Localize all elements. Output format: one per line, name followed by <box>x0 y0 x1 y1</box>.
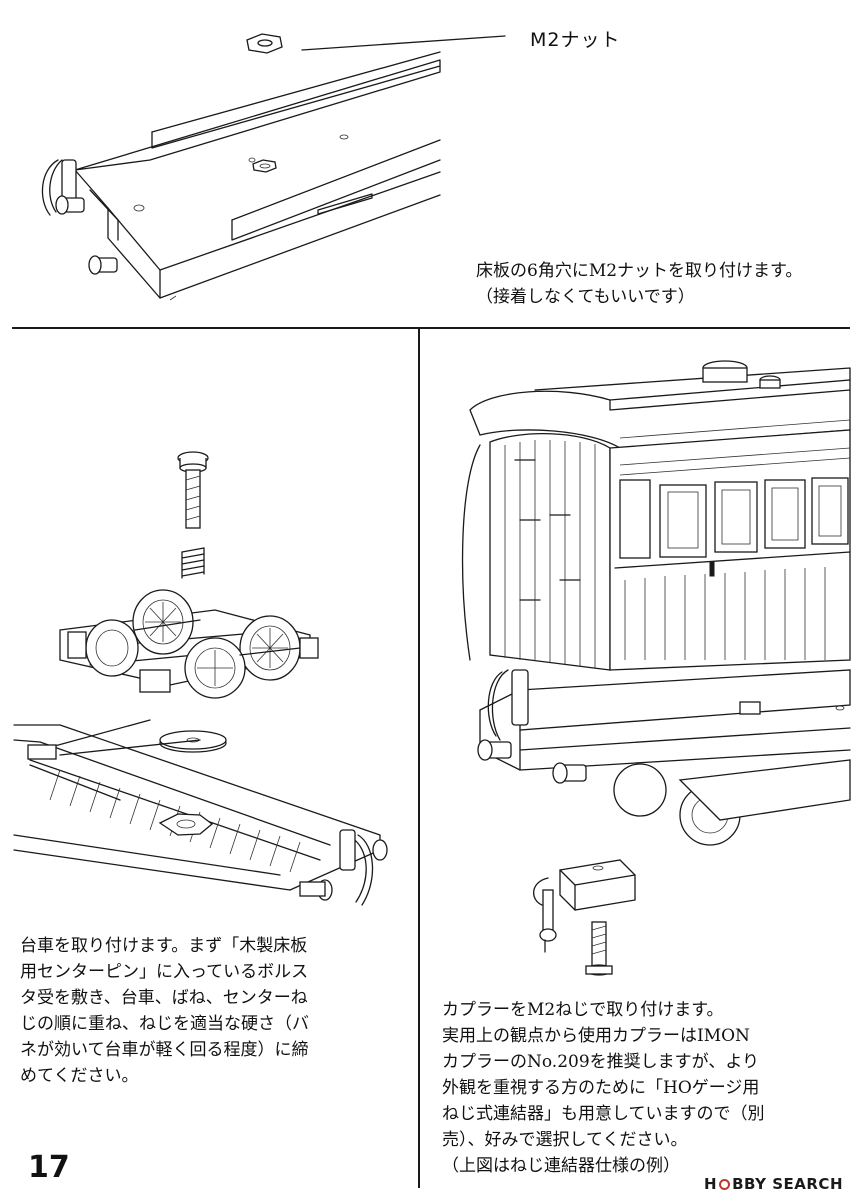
instruction-line: じの順に重ね、ねじを適当な硬さ（バ <box>20 1014 309 1034</box>
instruction-line: （接着しなくてもいいです） <box>476 287 695 307</box>
instruction-line: 売）、好みで選択してください。 <box>442 1130 688 1150</box>
spring-drawing <box>181 547 205 579</box>
instruction-line: タ受を敷き、台車、ばね、センターね <box>20 988 308 1008</box>
buffer-drawing <box>55 195 118 275</box>
watermark-text: BBY SEARCH <box>732 1175 843 1193</box>
truck-instruction: 台車を取り付けます。まず「木製床板 用センターピン」に入っているボルス タ受を敷… <box>20 933 309 1089</box>
carriage-underframe-drawing <box>477 669 851 846</box>
instruction-line: （上図はねじ連結器仕様の例） <box>442 1156 680 1176</box>
instruction-line: 用センターピン」に入っているボルス <box>20 962 309 982</box>
coupler-instruction: カプラーをM2ねじで取り付けます。 実用上の観点から使用カプラーはIMON カプ… <box>442 997 765 1179</box>
instruction-line: カプラーのNo.209を推奨しますが、より <box>442 1052 759 1072</box>
floor-underside-drawing <box>13 719 388 906</box>
coupler-parts-drawing <box>533 859 636 976</box>
instruction-line: 外観を重視する方のために「HOゲージ用 <box>442 1078 760 1098</box>
carriage-illustration <box>461 360 851 976</box>
truck-drawing <box>59 589 319 699</box>
m2-nut-drawing <box>246 33 283 54</box>
bolster-washer-drawing <box>159 730 227 753</box>
floor-plate-illustration <box>41 33 506 301</box>
watermark-h: H <box>704 1175 718 1193</box>
instruction-line: 床板の6角穴にM2ナットを取り付けます。 <box>476 261 803 281</box>
top-instruction: 床板の6角穴にM2ナットを取り付けます。 （接着しなくてもいいです） <box>476 258 802 310</box>
vertical-divider <box>418 328 420 1188</box>
page-number: 17 <box>28 1150 70 1185</box>
instruction-line: ネが効いて台車が軽く回る程度）に締 <box>20 1040 309 1060</box>
horizontal-divider <box>12 327 850 329</box>
carriage-body-drawing <box>461 429 851 671</box>
watermark-logo: H BBY SEARCH <box>704 1175 843 1193</box>
center-screw-drawing <box>177 451 209 529</box>
truck-assembly-illustration <box>13 451 388 906</box>
instruction-line: 実用上の観点から使用カプラーはIMON <box>442 1026 750 1046</box>
instruction-line: 台車を取り付けます。まず「木製床板 <box>20 936 308 956</box>
nut-label: M2ナット <box>530 29 621 51</box>
instruction-line: カプラーをM2ねじで取り付けます。 <box>442 1000 724 1020</box>
instruction-line: ねじ式連結器」も用意していますので（別 <box>442 1104 765 1124</box>
carriage-roof-drawing <box>469 360 851 449</box>
watermark-circle-icon <box>719 1178 731 1190</box>
instruction-line: めてください。 <box>20 1066 139 1086</box>
